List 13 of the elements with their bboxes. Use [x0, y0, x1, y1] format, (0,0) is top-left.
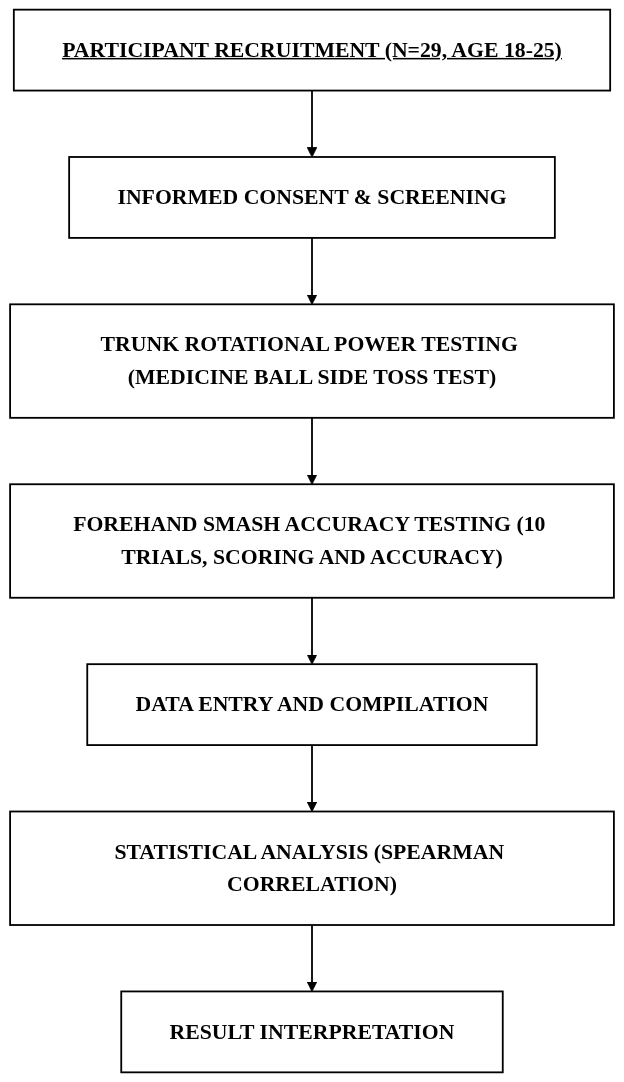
- node-box: PARTICIPANT RECRUITMENT (N=29, AGE 18-25): [12, 8, 612, 92]
- node-box: TRUNK ROTATIONAL POWER TESTING (MEDICINE BALL SIDE TOSS TEST): [9, 303, 615, 419]
- node-box: DATA ENTRY AND COMPILATION: [86, 663, 538, 746]
- node-box: RESULT INTERPRETATION: [120, 990, 504, 1074]
- arrow: [306, 416, 318, 485]
- arrow: [306, 596, 318, 665]
- arrow: [306, 744, 318, 812]
- arrow: [306, 924, 318, 992]
- arrow: [306, 89, 318, 158]
- node-box: INFORMED CONSENT & SCREENING: [68, 156, 556, 239]
- arrow: [306, 237, 318, 305]
- node-box: STATISTICAL ANALYSIS (SPEARMAN CORRELATION): [9, 810, 615, 926]
- node-box: FOREHAND SMASH ACCURACY TESTING (10 TRIALS, SCORING AND ACCURACY): [9, 483, 615, 599]
